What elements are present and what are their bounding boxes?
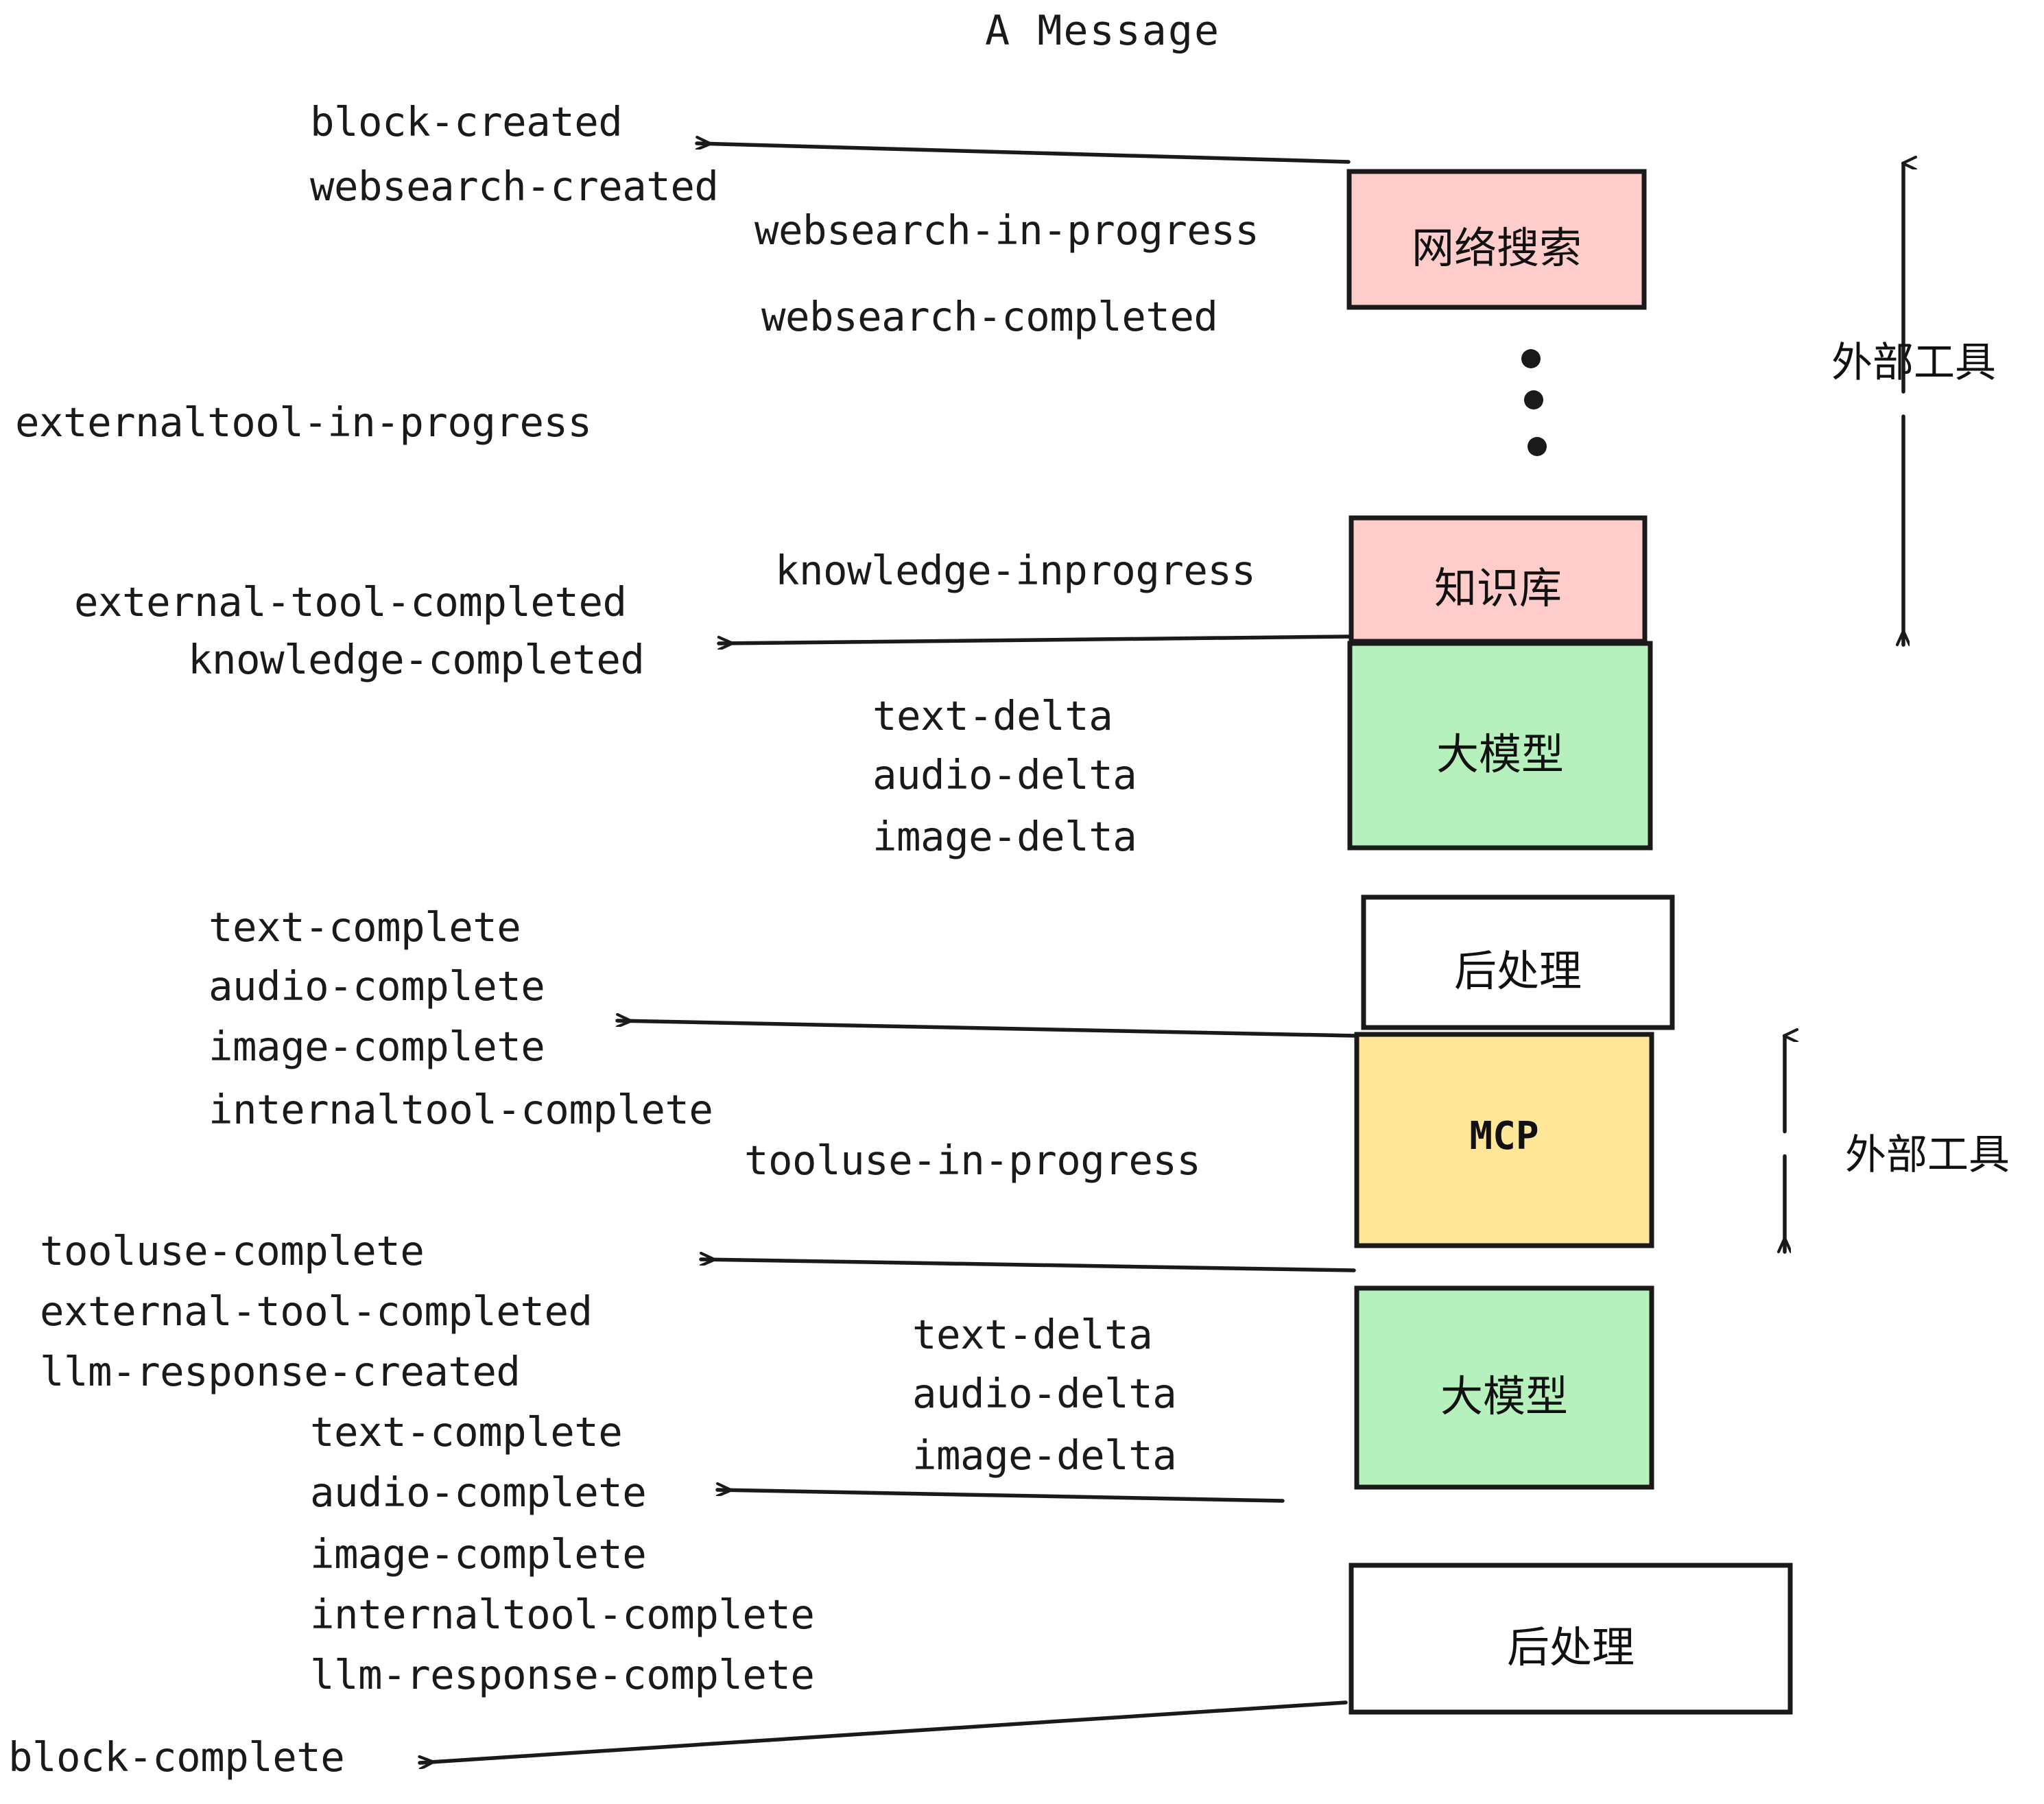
event-label-audio-complete-2: audio-complete bbox=[310, 1469, 647, 1516]
arrow-knowledge-done bbox=[717, 634, 1352, 643]
process-box-mcp bbox=[1354, 1032, 1654, 1248]
process-boxes-group bbox=[1346, 169, 1793, 1715]
event-label-websearch-completed: websearch-completed bbox=[761, 293, 1218, 340]
box-label-llm-top: 大模型 bbox=[1436, 729, 1564, 779]
event-label-external-tool-completed-1: external-tool-completed bbox=[74, 578, 627, 626]
event-label-image-delta-2: image-delta bbox=[912, 1432, 1177, 1479]
event-label-llm-response-created: llm-response-created bbox=[40, 1348, 521, 1395]
arrow-image-complete bbox=[615, 1021, 1357, 1038]
process-box-llm-top bbox=[1347, 641, 1653, 851]
arrow-audio-complete bbox=[715, 1490, 1285, 1503]
box-label-mcp: MCP bbox=[1469, 1114, 1539, 1159]
event-label-llm-response-complete: llm-response-complete bbox=[310, 1651, 815, 1698]
event-label-tooluse-in-progress: tooluse-in-progress bbox=[744, 1137, 1201, 1184]
side-label-external-tools-top: 外部工具 bbox=[1831, 339, 1996, 387]
arrow-block-complete bbox=[418, 1700, 1348, 1763]
process-box-llm-bottom bbox=[1354, 1285, 1654, 1490]
event-label-knowledge-inprogress: knowledge-inprogress bbox=[775, 547, 1256, 594]
vertical-ellipsis-group bbox=[1521, 349, 1547, 456]
external-tool-span-arrows-group bbox=[1785, 163, 1903, 1254]
event-arrows-group bbox=[418, 143, 1357, 1763]
ellipsis-dot-3 bbox=[1528, 437, 1547, 456]
box-label-websearch: 网络搜索 bbox=[1411, 223, 1582, 273]
event-label-text-delta-1: text-delta bbox=[872, 692, 1113, 739]
box-label-postprocess-bottom: 后处理 bbox=[1506, 1622, 1635, 1672]
side-label-external-tools-bottom: 外部工具 bbox=[1845, 1131, 2010, 1179]
event-label-audio-delta-1: audio-delta bbox=[872, 751, 1137, 798]
box-label-knowledgebase: 知识库 bbox=[1434, 563, 1562, 613]
event-label-websearch-in-progress: websearch-in-progress bbox=[754, 206, 1259, 254]
event-label-tooluse-complete: tooluse-complete bbox=[40, 1227, 425, 1274]
box-label-postprocess-top: 后处理 bbox=[1453, 946, 1582, 996]
event-label-internaltool-complete-2: internaltool-complete bbox=[310, 1591, 815, 1638]
box-label-llm-bottom: 大模型 bbox=[1440, 1371, 1568, 1421]
process-box-postprocess-top bbox=[1361, 894, 1675, 1030]
process-box-postprocess-bottom bbox=[1348, 1563, 1793, 1715]
event-label-external-tool-completed-2: external-tool-completed bbox=[40, 1287, 593, 1335]
event-label-image-delta-1: image-delta bbox=[872, 813, 1137, 860]
event-label-audio-delta-2: audio-delta bbox=[912, 1370, 1177, 1417]
arrow-tooluse-complete bbox=[699, 1259, 1356, 1272]
event-label-knowledge-completed: knowledge-completed bbox=[188, 636, 645, 683]
process-box-websearch bbox=[1346, 169, 1647, 310]
event-label-audio-complete-1: audio-complete bbox=[209, 962, 545, 1010]
event-label-text-complete-1: text-complete bbox=[209, 903, 521, 951]
event-label-internaltool-complete-1: internaltool-complete bbox=[209, 1086, 713, 1133]
event-label-text-complete-2: text-complete bbox=[310, 1408, 623, 1456]
event-label-image-complete-1: image-complete bbox=[209, 1023, 545, 1070]
arrow-block-created bbox=[695, 143, 1351, 164]
event-label-text-delta-2: text-delta bbox=[912, 1311, 1153, 1358]
event-label-image-complete-2: image-complete bbox=[310, 1530, 647, 1578]
event-label-block-created: block-created bbox=[310, 98, 623, 145]
ellipsis-dot-1 bbox=[1521, 349, 1541, 368]
event-label-externaltool-in-progress: externaltool-in-progress bbox=[15, 399, 592, 446]
event-label-block-complete: block-complete bbox=[8, 1733, 345, 1781]
process-box-knowledgebase bbox=[1348, 515, 1648, 644]
ellipsis-dot-2 bbox=[1524, 390, 1543, 410]
page-title: A Message bbox=[985, 7, 1221, 55]
event-label-websearch-created: websearch-created bbox=[310, 163, 719, 210]
